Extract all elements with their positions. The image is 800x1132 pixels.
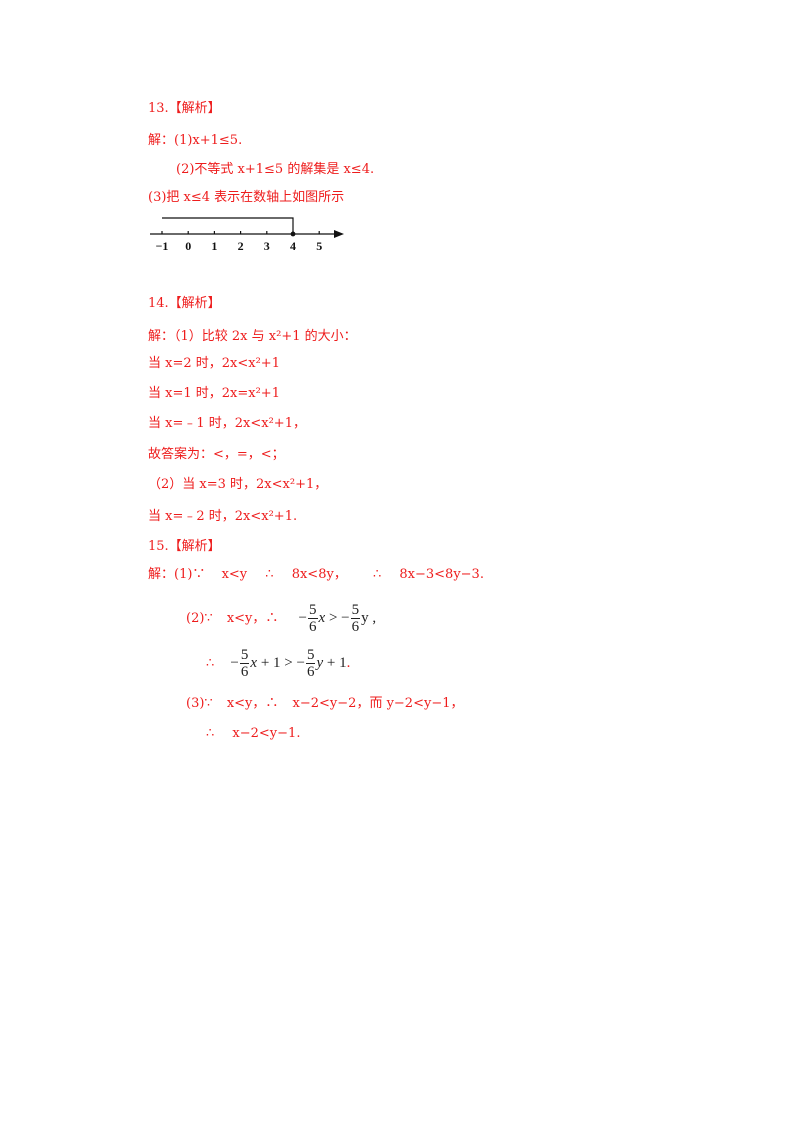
- q15-l1-prefix: 解：(1)∵: [148, 567, 206, 582]
- q15-l4-given: x<y，∴: [226, 696, 279, 711]
- q13-line-3: (3)把 x≤4 表示在数轴上如图所示: [148, 190, 345, 205]
- therefore-1: ∴: [265, 567, 274, 582]
- tick-label: 4: [290, 239, 296, 253]
- q14-line-7: 当 x=﹣2 时，2x<x²+1.: [148, 509, 298, 524]
- q15-l5-result: x−2<y−1.: [232, 726, 301, 741]
- q15-line-5: ∴ x−2<y−1.: [206, 725, 300, 743]
- q14-line-1: 解：（1）比较 2x 与 x²+1 的大小：: [148, 329, 357, 344]
- q15-l1-step: 8x<8y，: [291, 567, 347, 582]
- q15-line-4: (3)∵ x<y，∴ x−2<y−2，而 y−2<y−1，: [186, 695, 463, 713]
- q15-l4-step: x−2<y−2，而 y−2<y−1，: [292, 696, 464, 711]
- q14-title: 14.【解析】: [148, 296, 221, 311]
- q15-l2-given: x<y，∴: [226, 611, 279, 626]
- q14-line-3: 当 x=1 时，2x=x²+1: [148, 386, 280, 401]
- tick-label: 0: [185, 239, 191, 253]
- q15-line-1: 解：(1)∵ x<y ∴ 8x<8y， ∴ 8x−3<8y−3.: [148, 566, 484, 584]
- q14-line-5: 故答案为：<，=，<；: [148, 447, 285, 462]
- q13-line-1: 解：(1)x+1≤5.: [148, 133, 243, 148]
- q15-l2-prefix: (2)∵: [186, 611, 213, 626]
- tick-label: 1: [211, 239, 217, 253]
- solution-endpoint-dot: [290, 231, 296, 237]
- q15-title: 15.【解析】: [148, 539, 221, 554]
- therefore-2: ∴: [372, 567, 382, 582]
- q13-title: 13.【解析】: [148, 101, 221, 116]
- tick-label: 2: [238, 239, 244, 253]
- solution-bracket: [162, 217, 294, 234]
- q15-l4-prefix: (3)∵: [186, 696, 213, 711]
- number-line: −1 0 1 2 3 4 5: [150, 217, 344, 253]
- q15-l1-given: x<y: [221, 567, 248, 582]
- tick-label: 3: [264, 239, 270, 253]
- q15-l1-result: 8x−3<8y−3.: [399, 567, 484, 582]
- q14-line-4: 当 x=﹣1 时，2x<x²+1，: [148, 416, 306, 431]
- therefore-4: ∴: [206, 726, 215, 741]
- q13-line-2: (2)不等式 x+1≤5 的解集是 x≤4.: [176, 162, 375, 177]
- q14-line-6: （2）当 x=3 时，2x<x²+1，: [148, 477, 328, 492]
- axis-arrow: [334, 230, 344, 238]
- tick-label: 5: [316, 239, 322, 253]
- q14-line-2: 当 x=2 时，2x<x²+1: [148, 356, 280, 371]
- tick-label: −1: [156, 239, 169, 253]
- therefore-3: ∴: [206, 656, 215, 671]
